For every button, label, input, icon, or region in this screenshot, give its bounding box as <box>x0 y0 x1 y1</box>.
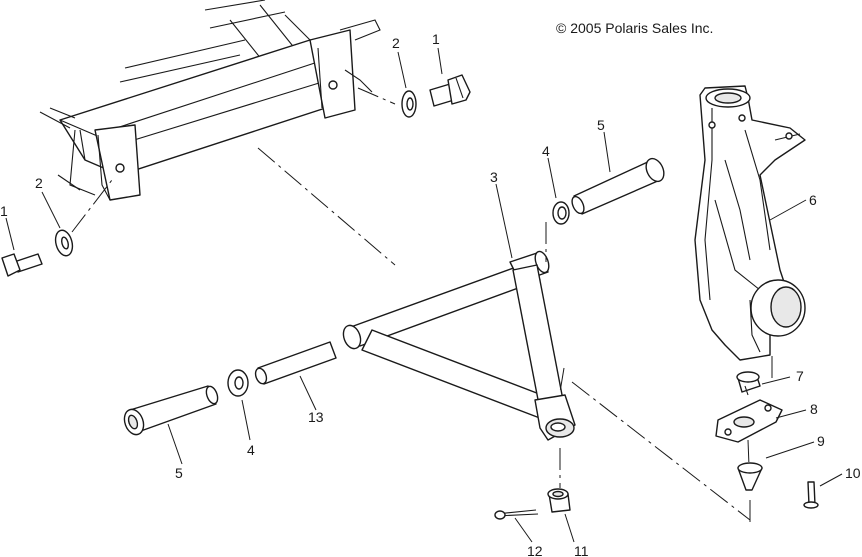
bushing-4-bottom <box>227 369 249 397</box>
callout-4-top: 4 <box>542 143 550 159</box>
cone-9 <box>737 462 763 491</box>
callout-5-top: 5 <box>597 117 605 133</box>
callout-1-top: 1 <box>432 31 440 47</box>
sleeve-5-bottom <box>123 385 219 436</box>
leader-lines <box>5 47 843 543</box>
bolt-1-left <box>1 253 43 277</box>
callout-11: 11 <box>574 543 589 557</box>
callout-3: 3 <box>490 169 498 185</box>
callout-2-left: 2 <box>35 175 43 191</box>
centerlines <box>71 87 773 524</box>
callout-4-bottom: 4 <box>247 442 255 458</box>
bolt-10 <box>803 481 819 509</box>
callout-6: 6 <box>809 192 817 208</box>
plate-8 <box>715 399 783 443</box>
pivot-tube-13 <box>254 341 337 385</box>
cotter-pin-12 <box>494 509 539 520</box>
callout-13: 13 <box>308 409 324 425</box>
callout-7: 7 <box>796 368 804 384</box>
bolt-1-top <box>429 74 471 107</box>
spindle-6 <box>694 85 806 361</box>
bushing-4-top <box>552 201 570 225</box>
copyright-text: © 2005 Polaris Sales Inc. <box>556 20 713 36</box>
callout-5-bottom: 5 <box>175 465 183 481</box>
sleeve-5-top <box>571 157 665 215</box>
callout-2-top: 2 <box>392 35 400 51</box>
callout-8: 8 <box>810 401 818 417</box>
stud-7 <box>736 371 761 396</box>
nut-11 <box>547 488 571 513</box>
callout-9: 9 <box>817 433 825 449</box>
callout-labels: 1 2 2 1 3 4 5 6 7 8 9 10 4 5 13 11 12 <box>0 31 861 557</box>
washer-2-left <box>54 229 74 257</box>
callout-1-left: 1 <box>0 203 8 219</box>
callout-12: 12 <box>527 543 543 557</box>
frame-section <box>39 0 381 201</box>
a-arm <box>342 250 576 441</box>
callout-10: 10 <box>845 465 861 481</box>
washer-2-top <box>401 90 417 118</box>
